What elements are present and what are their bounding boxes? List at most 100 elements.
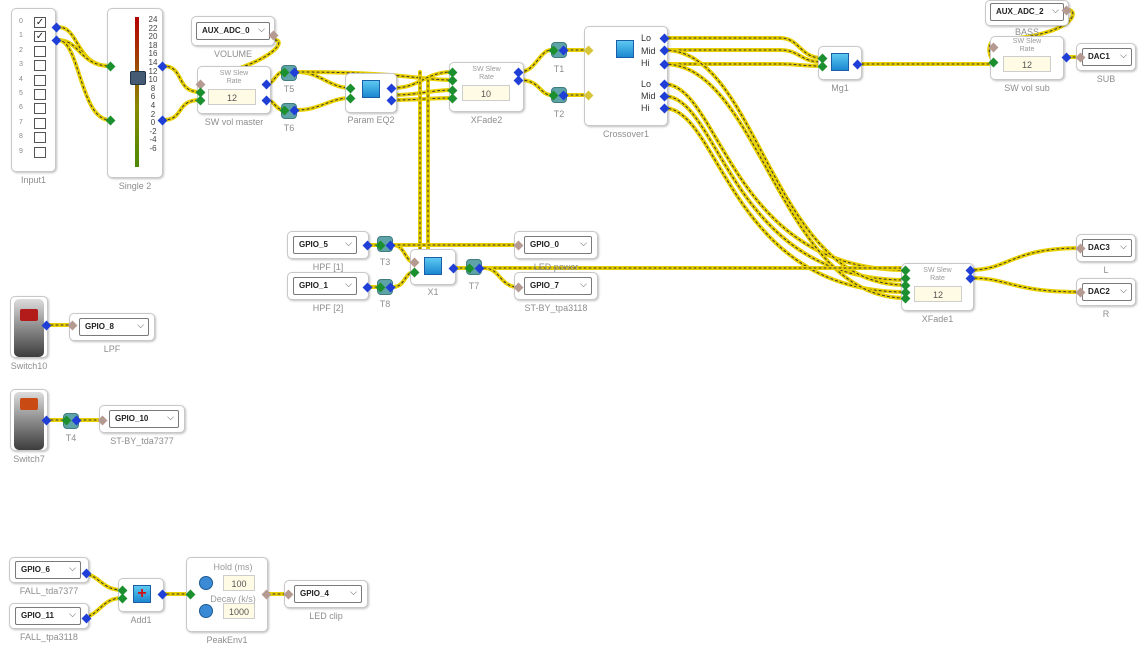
- chevron-down-icon: ⌵: [1120, 50, 1127, 60]
- input-row-number: 4: [19, 75, 23, 83]
- chevron-down-icon: ⌵: [350, 587, 357, 597]
- x1-block[interactable]: [410, 249, 456, 285]
- led-clip-block[interactable]: GPIO_4⌵: [284, 580, 368, 608]
- decay-label: Decay (k/s): [210, 594, 256, 604]
- signal-wire: [482, 266, 520, 289]
- led-power-select[interactable]: GPIO_0⌵: [524, 236, 592, 254]
- hold-knob[interactable]: [199, 576, 213, 590]
- xfade1-block[interactable]: SW Slew Rate 12: [901, 263, 974, 311]
- input-row-checkbox[interactable]: [34, 45, 46, 57]
- chevron-down-icon: ⌵: [137, 320, 144, 330]
- bass-block[interactable]: AUX_ADC_2⌵: [985, 0, 1069, 26]
- input-row-checkbox[interactable]: ✓: [34, 17, 46, 28]
- input-row-number: 0: [19, 18, 23, 25]
- hold-value[interactable]: 100: [223, 575, 255, 591]
- signal-wire-dash: [969, 277, 1083, 293]
- switch10-label: Switch10: [10, 361, 48, 371]
- volume-block[interactable]: AUX_ADC_0⌵: [191, 16, 275, 46]
- input-row-checkbox[interactable]: [34, 89, 46, 100]
- input-row-checkbox[interactable]: [34, 132, 46, 144]
- peakenv1-label: PeakEnv1: [206, 635, 248, 645]
- input-row-checkbox[interactable]: [34, 60, 46, 72]
- slider-track[interactable]: [135, 17, 139, 167]
- slider-tick-label: -2: [149, 126, 157, 136]
- xfade2-value[interactable]: 10: [462, 85, 510, 101]
- led-power-block[interactable]: GPIO_0⌵: [514, 231, 598, 259]
- input-row-number: 2: [19, 46, 23, 54]
- bass-select[interactable]: AUX_ADC_2⌵: [990, 3, 1064, 21]
- xfade2-label: XFade2: [470, 115, 503, 125]
- decay-knob[interactable]: [199, 604, 213, 618]
- input-row-checkbox[interactable]: [34, 103, 46, 115]
- fall-tpa-select[interactable]: GPIO_11⌵: [15, 607, 81, 625]
- chevron-down-icon: ⌵: [1120, 285, 1127, 295]
- stby-tpa-select[interactable]: GPIO_7⌵: [524, 277, 592, 295]
- slider-thumb[interactable]: [130, 71, 146, 85]
- signal-wire-dash: [392, 89, 453, 96]
- sub-select[interactable]: DAC1⌵: [1082, 48, 1132, 66]
- fall-tda-block[interactable]: GPIO_6⌵: [9, 557, 89, 583]
- l-out-block[interactable]: DAC3⌵: [1076, 234, 1136, 262]
- crossover-output-label: Lo: [641, 33, 652, 43]
- sw-vol-sub-value[interactable]: 12: [1003, 56, 1051, 72]
- signal-wire: [662, 62, 824, 68]
- r-out-select[interactable]: DAC2⌵: [1082, 283, 1132, 301]
- xfade1-value[interactable]: 12: [914, 286, 962, 302]
- slider-tick-label: 0: [150, 118, 156, 128]
- hpf1-select[interactable]: GPIO_5⌵: [293, 236, 357, 254]
- input-row-checkbox[interactable]: [34, 146, 46, 158]
- chevron-down-icon: ⌵: [167, 412, 174, 422]
- sw-vol-master-value[interactable]: 12: [208, 89, 256, 105]
- add1-block[interactable]: +: [118, 578, 164, 612]
- merge-icon: [831, 53, 849, 71]
- switch-led: [20, 398, 38, 410]
- crossover-output-label: Hi: [641, 103, 650, 113]
- input-row-checkbox[interactable]: [34, 74, 46, 86]
- slider-tick-label: 8: [150, 83, 156, 93]
- stby-tda-label: ST-BY_tda7377: [110, 436, 174, 446]
- sw-vol-sub-block[interactable]: SW Slew Rate 12: [990, 36, 1064, 80]
- t5-label: T5: [283, 84, 295, 94]
- sub-block[interactable]: DAC1⌵: [1076, 43, 1136, 71]
- signal-wire-dash: [519, 79, 552, 96]
- slider-tick-label: 10: [148, 75, 158, 85]
- lpf-label: LPF: [103, 344, 121, 354]
- stby-tda-select[interactable]: GPIO_10⌵: [109, 410, 179, 428]
- crossover-output-label: Lo: [641, 79, 652, 89]
- stby-tpa-label: ST-BY_tpa3118: [524, 303, 588, 313]
- xfade2-block[interactable]: SW Slew Rate 10: [449, 62, 524, 112]
- slider-tick-label: -6: [149, 144, 157, 153]
- chevron-down-icon: ⌵: [580, 238, 587, 248]
- switch-led: [20, 309, 38, 321]
- peakenv1-block[interactable]: Hold (ms) 100 Decay (k/s) 1000: [186, 557, 268, 632]
- led-power-label: LED power: [533, 262, 579, 272]
- chevron-down-icon: ⌵: [345, 238, 352, 248]
- fall-tpa-block[interactable]: GPIO_11⌵: [9, 603, 89, 629]
- hpf2-block[interactable]: GPIO_1⌵: [287, 272, 369, 300]
- volume-select[interactable]: AUX_ADC_0⌵: [196, 22, 270, 40]
- toggle-switch[interactable]: [14, 392, 44, 450]
- r-out-block[interactable]: DAC2⌵: [1076, 278, 1136, 306]
- input-row-checkbox[interactable]: ✓: [34, 31, 46, 43]
- l-out-select[interactable]: DAC3⌵: [1082, 239, 1132, 257]
- stby-tpa-block[interactable]: GPIO_7⌵: [514, 272, 598, 300]
- crossover1-label: Crossover1: [602, 129, 649, 139]
- hpf1-block[interactable]: GPIO_5⌵: [287, 231, 369, 259]
- stby-tda-block[interactable]: GPIO_10⌵: [99, 405, 185, 433]
- fall-tda-select[interactable]: GPIO_6⌵: [15, 561, 81, 579]
- decay-value[interactable]: 1000: [223, 603, 255, 619]
- signal-wire-dash: [162, 99, 201, 121]
- led-clip-select[interactable]: GPIO_4⌵: [294, 585, 362, 603]
- lpf-select[interactable]: GPIO_8⌵: [79, 318, 149, 336]
- sw-vol-master-block[interactable]: SW Slew Rate 12: [197, 66, 271, 114]
- hpf2-label: HPF [2]: [312, 303, 344, 313]
- toggle-switch[interactable]: [14, 299, 44, 357]
- param-eq2-block[interactable]: [345, 73, 397, 113]
- lpf-block[interactable]: GPIO_8⌵: [69, 313, 155, 341]
- hpf2-select[interactable]: GPIO_1⌵: [293, 277, 357, 295]
- input-row-checkbox[interactable]: [34, 117, 46, 129]
- input-row-number: 9: [19, 147, 23, 155]
